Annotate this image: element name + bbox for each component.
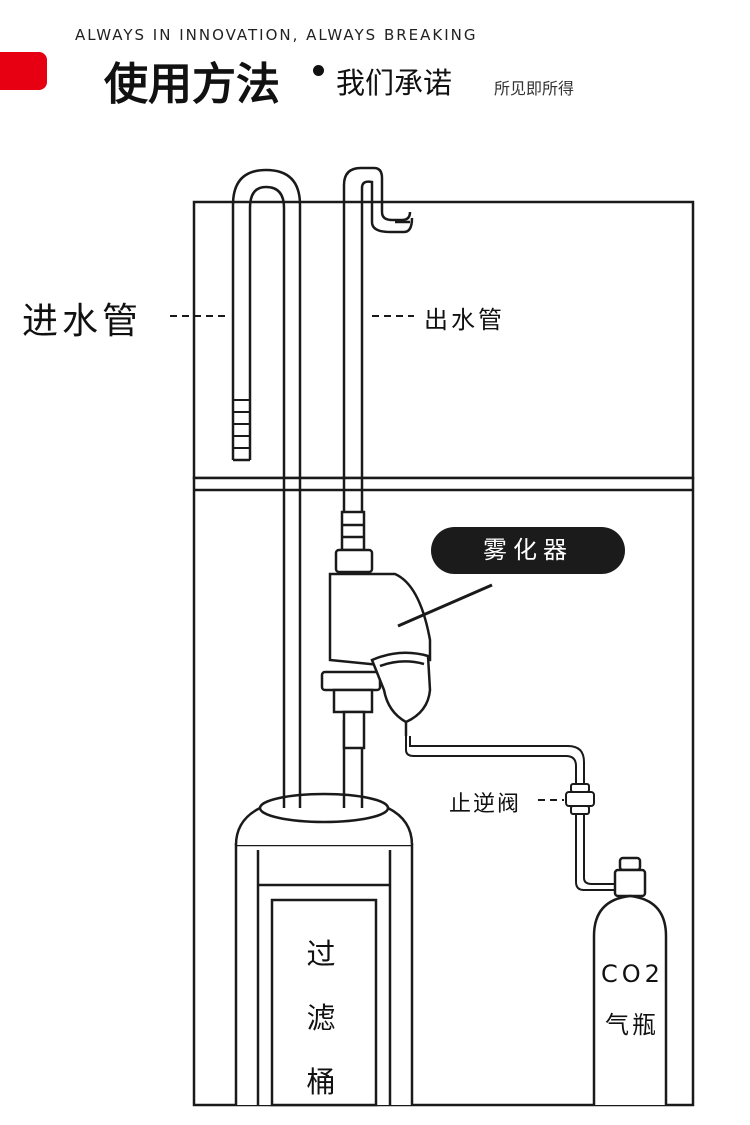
accent-block [0,52,47,90]
inlet-strainer [233,399,250,449]
atomizer-label-pill: 雾化器 [431,527,625,574]
atomizer-device [320,510,432,750]
check-valve-label: 止逆阀 [449,792,522,817]
title-separator-dot [313,65,324,76]
page-subtitle: 我们承诺 [336,66,453,100]
page-slogan: 所见即所得 [494,79,575,98]
inlet-pipe-label: 进水管 [22,301,143,342]
inlet-pipe [231,168,302,808]
page-title: 使用方法 [104,59,280,110]
filter-bucket [234,792,414,1107]
co2-tube [405,736,624,891]
atomizer-pointer [397,583,493,628]
check-valve-icon [565,783,595,815]
co2-label: CO2 [601,960,664,988]
aquarium-tank [192,200,695,480]
cylinder-label: 气瓶 [605,1011,659,1039]
co2-cylinder [592,856,668,1105]
label-leaders [170,315,564,801]
atomizer-label: 雾化器 [483,536,573,564]
outlet-pipe-label: 出水管 [424,306,505,334]
header-tagline: ALWAYS IN INNOVATION, ALWAYS BREAKING [75,26,478,44]
filter-bucket-label: 过滤桶 [306,937,336,1099]
